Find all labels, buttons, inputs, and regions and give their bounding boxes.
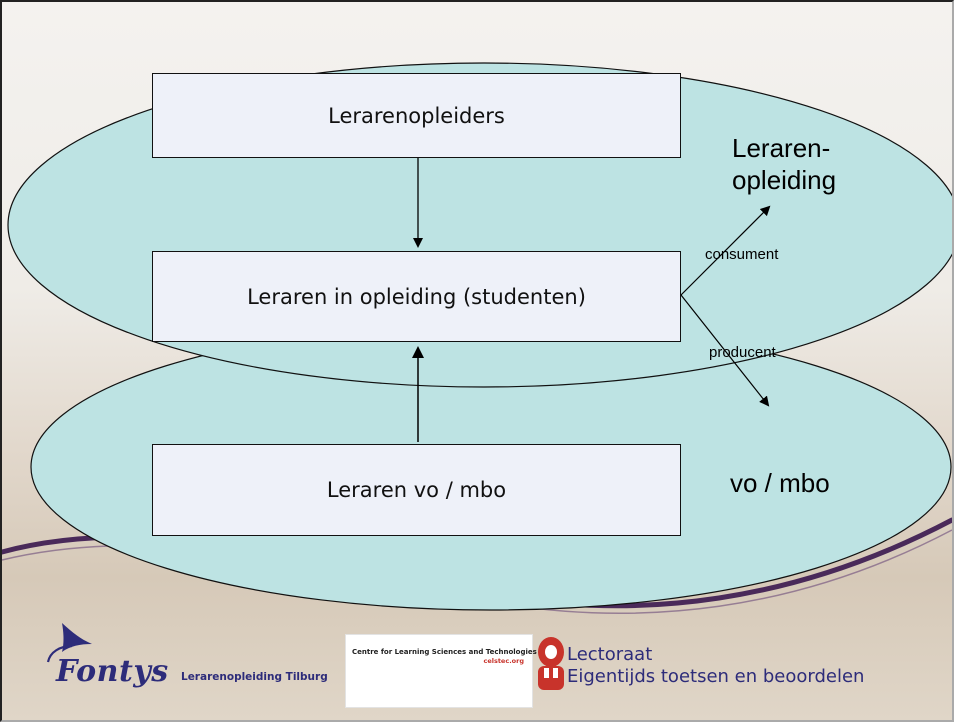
box-leraren-vo-mbo: Leraren vo / mbo — [152, 444, 681, 536]
celstec-title: Centre for Learning Sciences and Technol… — [352, 648, 537, 656]
celstec-url: celstec.org — [483, 657, 524, 665]
lerarenopleiding-label: Leraren- opleiding — [732, 132, 836, 196]
lectoraat-line2: Eigentijds toetsen en beoordelen — [567, 666, 865, 687]
consument-label: consument — [705, 246, 779, 263]
celstec-logo: Centre for Learning Sciences and Technol… — [345, 634, 537, 708]
box-leraren-in-opleiding: Leraren in opleiding (studenten) — [152, 251, 681, 342]
arrow-consument — [680, 205, 771, 296]
lectoraat-logo-icon — [538, 637, 564, 690]
producent-label: producent — [709, 344, 776, 361]
fontys-logo-icon — [46, 623, 92, 663]
lectoraat-line1: Lectoraat — [567, 644, 653, 665]
lerarenopleiding-label-line1: Leraren- — [732, 133, 831, 163]
box-leraren-vo-mbo-label: Leraren vo / mbo — [326, 478, 507, 502]
fontys-wordmark: Fontys — [56, 654, 169, 689]
lectoraat-text: Lectoraat Eigentijds toetsen en beoordel… — [567, 644, 864, 688]
box-leraren-in-opleiding-label: Leraren in opleiding (studenten) — [247, 284, 586, 309]
box-lerarenopleiders-label: Lerarenopleiders — [328, 103, 505, 128]
fontys-subtitle: Lerarenopleiding Tilburg — [181, 671, 328, 683]
box-lerarenopleiders: Lerarenopleiders — [152, 73, 681, 158]
arrow-producent — [680, 294, 770, 407]
lerarenopleiding-label-line2: opleiding — [732, 165, 837, 195]
vo-mbo-label: vo / mbo — [730, 468, 830, 498]
